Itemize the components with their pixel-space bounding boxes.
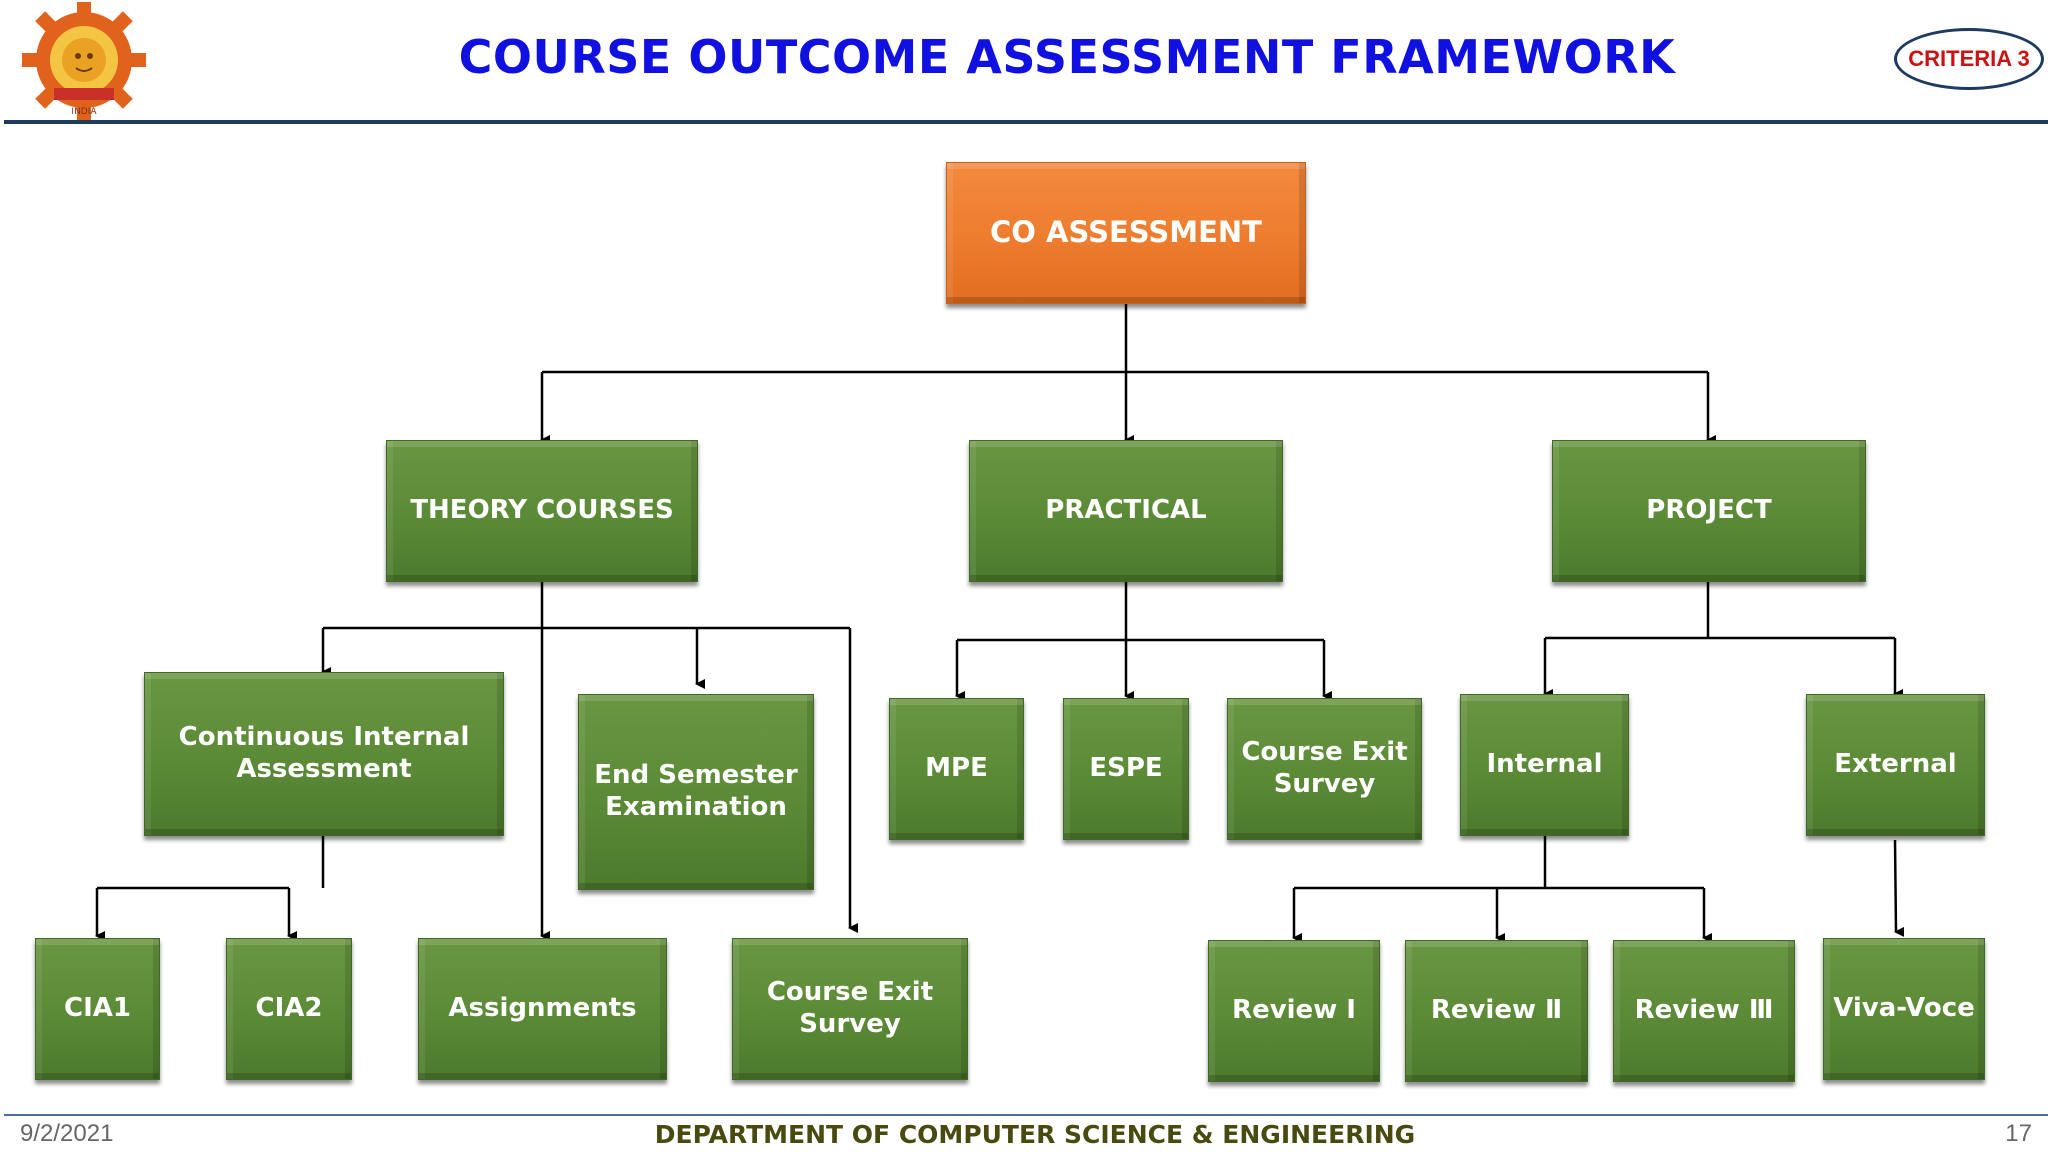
footer-department: DEPARTMENT OF COMPUTER SCIENCE & ENGINEE… [654,1120,1416,1149]
svg-text:INDIA: INDIA [71,107,97,117]
page-number: 17 [2005,1120,2032,1147]
co-assessment-node: CO ASSESSMENT [946,162,1306,304]
review-3-node: Review Ⅲ [1613,940,1795,1082]
review-2-node: Review Ⅱ [1405,940,1588,1082]
mpe-node: MPE [889,698,1024,840]
end-semester-examination-node: End Semester Examination [578,694,814,890]
practical-node: PRACTICAL [969,440,1283,582]
footer-date: 9/2/2021 [20,1120,114,1147]
espe-node: ESPE [1063,698,1189,840]
theory-course-exit-survey-node: Course Exit Survey [732,938,968,1080]
continuous-internal-assessment-node: Continuous Internal Assessment [144,672,504,836]
assignments-node: Assignments [418,938,667,1080]
review-1-node: Review Ⅰ [1208,940,1380,1082]
project-node: PROJECT [1552,440,1866,582]
criteria-badge: CRITERIA 3 [1894,28,2044,90]
cia2-node: CIA2 [226,938,352,1080]
header-divider [4,120,2048,124]
theory-courses-node: THEORY COURSES [386,440,698,582]
viva-voce-node: Viva-Voce [1823,938,1985,1080]
internal-node: Internal [1460,694,1629,836]
footer-divider [4,1114,2048,1116]
cia1-node: CIA1 [35,938,160,1080]
external-node: External [1806,694,1985,836]
page-title: COURSE OUTCOME ASSESSMENT FRAMEWORK [458,30,1676,84]
institution-logo: INDIA [12,0,157,122]
practical-course-exit-survey-node: Course Exit Survey [1227,698,1422,840]
